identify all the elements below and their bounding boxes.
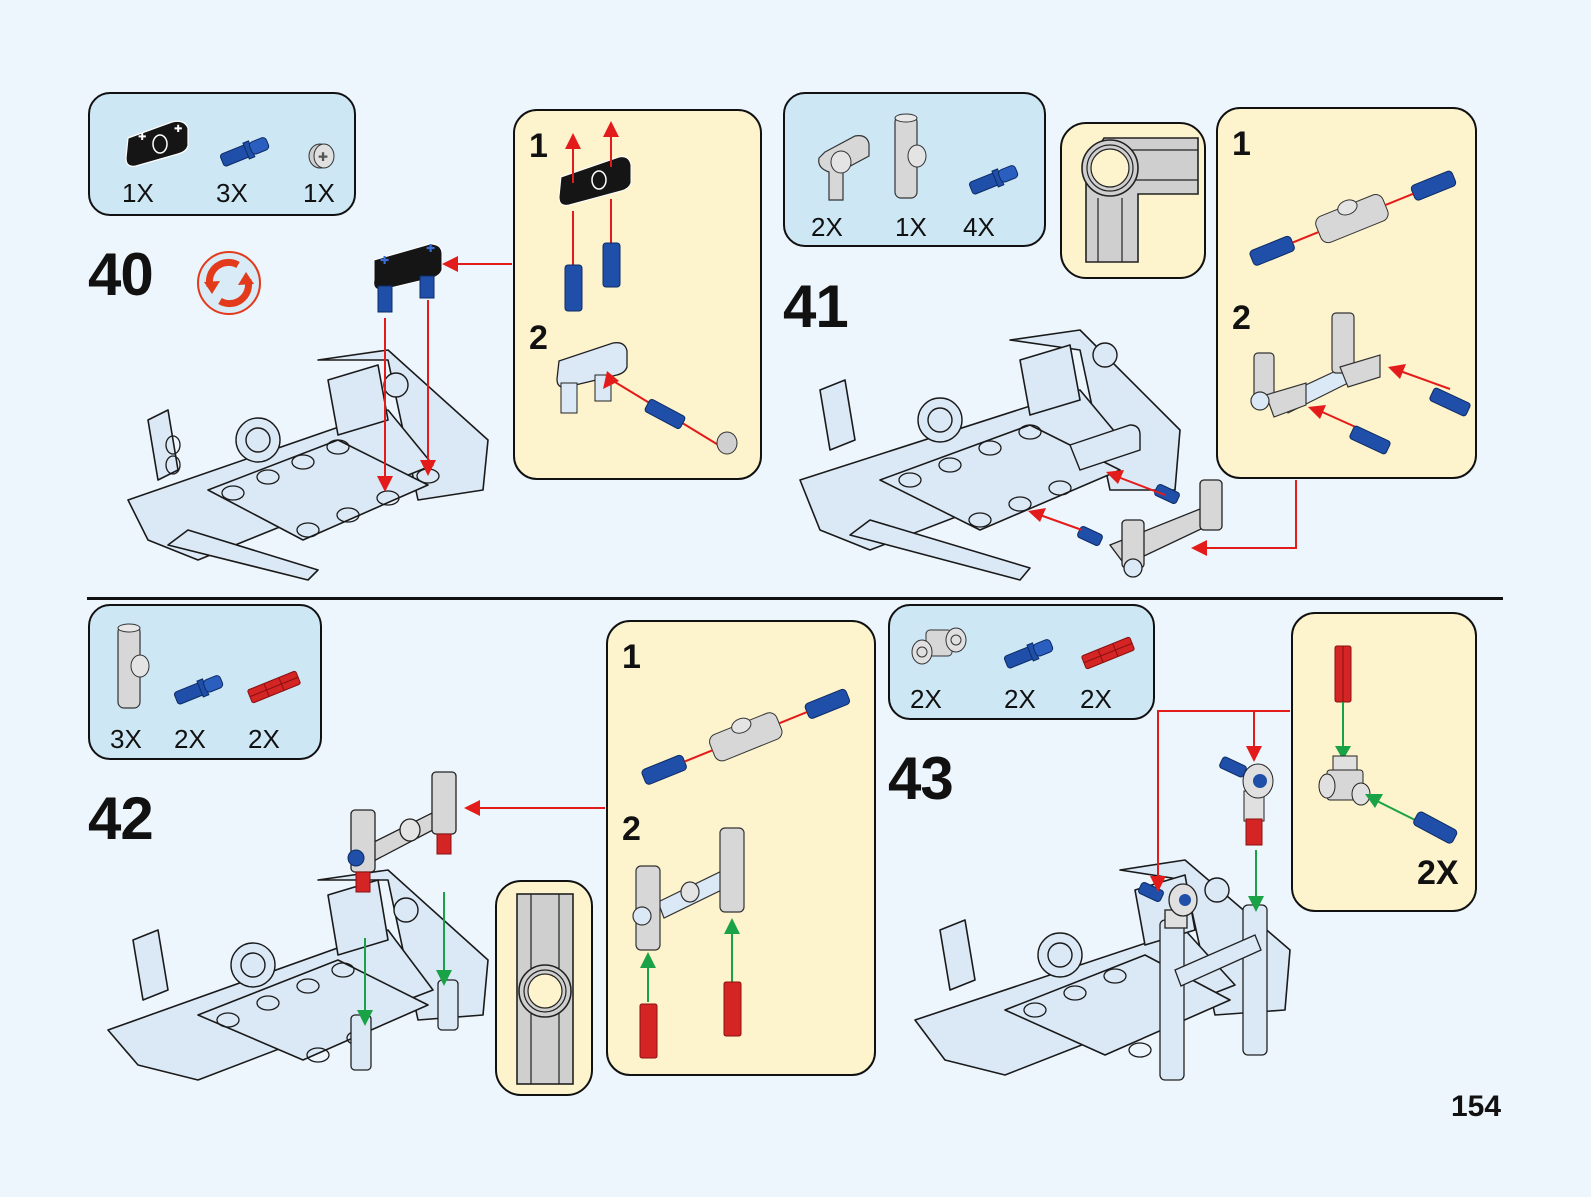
part-qty: 1X bbox=[895, 212, 927, 242]
step-number: 43 bbox=[888, 745, 954, 812]
part-qty: 3X bbox=[216, 178, 248, 208]
step-40-sub-assembly: 1 2 bbox=[513, 109, 762, 480]
substep-number: 2 bbox=[1232, 299, 1251, 337]
part-qty: 2X bbox=[174, 724, 206, 754]
pin-connector-assembly-floating bbox=[1219, 756, 1274, 846]
blue-pin-part-icon bbox=[219, 137, 270, 167]
substep-number: 1 bbox=[1232, 125, 1251, 163]
substep-1-illustration bbox=[1249, 170, 1457, 266]
part-qty: 2X bbox=[248, 724, 280, 754]
svg-text:✚: ✚ bbox=[174, 124, 182, 135]
gray-angle-connector-part-icon bbox=[818, 135, 870, 201]
gray-pin-connector-part-icon bbox=[911, 627, 967, 665]
step-41-orientation-hint bbox=[1060, 122, 1206, 279]
svg-text:✚: ✚ bbox=[380, 255, 389, 267]
step-42-sub-assembly: 1 2 bbox=[606, 620, 876, 1076]
substep-illustration bbox=[1318, 645, 1458, 844]
step-42-orientation-hint bbox=[495, 880, 593, 1096]
substep-number: 1 bbox=[622, 638, 641, 676]
substep-number: 2 bbox=[622, 810, 641, 848]
substep-2-illustration bbox=[556, 342, 738, 455]
substep-2-illustration bbox=[632, 827, 745, 1059]
black-beam-part-icon: ✚ ✚ bbox=[125, 120, 189, 167]
step-number: 42 bbox=[88, 785, 154, 852]
blue-pin-part-icon bbox=[968, 165, 1019, 195]
svg-text:✚: ✚ bbox=[138, 132, 146, 143]
step-41-sub-assembly: 1 2 bbox=[1216, 107, 1477, 479]
angle-connector-detail-icon bbox=[1081, 137, 1199, 263]
red-axle-part-icon bbox=[1081, 636, 1135, 670]
part-qty: 4X bbox=[963, 212, 995, 242]
substep-2-illustration bbox=[1250, 312, 1471, 455]
gray-bush-part-icon: ✚ bbox=[308, 143, 335, 169]
part-qty: 3X bbox=[110, 724, 142, 754]
blue-pin-part-icon bbox=[173, 675, 224, 705]
part-qty: 2X bbox=[1080, 684, 1112, 714]
part-qty: 2X bbox=[1004, 684, 1036, 714]
step-42-parts-list: 3X 2X 2X bbox=[88, 604, 322, 760]
substep-1-illustration bbox=[641, 688, 851, 785]
part-qty: 2X bbox=[910, 684, 942, 714]
blue-pin-part-icon bbox=[1003, 639, 1054, 669]
cross-block-detail-icon bbox=[516, 893, 574, 1085]
step-41-parts-list: 2X 1X 4X bbox=[783, 92, 1046, 247]
rotate-model-icon bbox=[197, 251, 261, 315]
substep-number: 1 bbox=[529, 127, 548, 165]
gray-cross-block-part-icon bbox=[894, 113, 927, 199]
step-40-model-illustration bbox=[127, 349, 489, 581]
gray-cross-block-part-icon bbox=[117, 623, 150, 709]
step-43-parts-list: 2X 2X 2X bbox=[888, 604, 1155, 720]
step-divider bbox=[87, 597, 1503, 600]
part-qty: 1X bbox=[303, 178, 335, 208]
substep-number: 2 bbox=[529, 319, 548, 357]
svg-text:✚: ✚ bbox=[426, 243, 435, 255]
page-number: 154 bbox=[1451, 1090, 1502, 1123]
step-43-sub-assembly: 2X bbox=[1291, 612, 1477, 912]
beam-assembly-placed: ✚ ✚ bbox=[373, 243, 443, 313]
part-qty: 2X bbox=[811, 212, 843, 242]
step-40-parts-list: ✚ ✚ 1X 3X ✚ 1X bbox=[88, 92, 356, 216]
svg-text:✚: ✚ bbox=[318, 150, 328, 164]
part-qty: 1X bbox=[122, 178, 154, 208]
step-number: 41 bbox=[783, 273, 849, 340]
step-41-model-illustration bbox=[799, 329, 1223, 581]
substep-1-illustration bbox=[558, 121, 632, 312]
step-number: 40 bbox=[88, 241, 154, 308]
red-axle-part-icon bbox=[247, 670, 301, 704]
step-43-model-illustration bbox=[914, 859, 1291, 1081]
sub-assembly-multiplier: 2X bbox=[1417, 854, 1459, 892]
